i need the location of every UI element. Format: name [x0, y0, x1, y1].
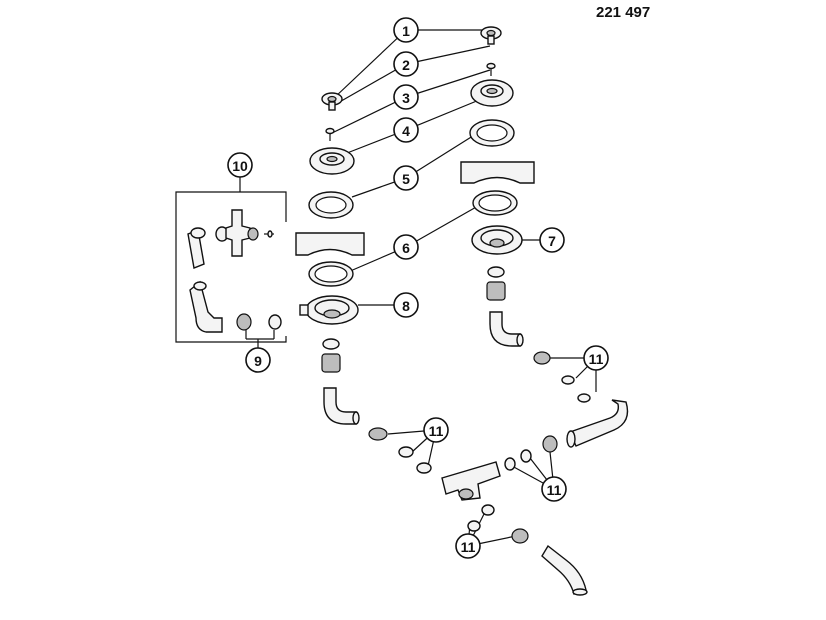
callout-5-label: 5	[402, 171, 410, 187]
callout-5: 5	[393, 165, 419, 191]
callout-11-middle-label: 11	[547, 482, 562, 498]
callout-11-bottom-label: 11	[461, 539, 476, 555]
screw-left	[325, 127, 335, 141]
basket-body-right	[471, 225, 523, 255]
basket-body-left	[299, 295, 359, 325]
callout-11-bottom: 11	[455, 533, 481, 559]
callout-6-label: 6	[402, 240, 410, 256]
kit-box	[175, 191, 287, 343]
callout-3-label: 3	[402, 90, 410, 106]
right-drain-assembly	[486, 266, 629, 471]
sink-panel-left	[295, 232, 365, 256]
callout-2: 2	[393, 51, 419, 77]
callout-9: 9	[245, 347, 271, 373]
callout-6: 6	[393, 234, 419, 260]
callout-4-label: 4	[402, 123, 410, 139]
strainer-cap-left	[321, 92, 343, 111]
callout-9-label: 9	[254, 353, 262, 369]
strainer-cap-right	[480, 26, 502, 45]
screw-right	[486, 62, 496, 76]
callout-10-label: 10	[232, 158, 248, 174]
seal-ring-left	[308, 261, 354, 287]
callout-4: 4	[393, 117, 419, 143]
drawing-number: 221 497	[596, 4, 650, 21]
callout-11-right: 11	[583, 345, 609, 371]
callout-7-label: 7	[548, 233, 556, 249]
gasket-ring-left	[308, 191, 354, 219]
top-components	[295, 26, 535, 325]
callout-10: 10	[227, 152, 253, 178]
callout-11-left: 11	[423, 417, 449, 443]
callout-8: 8	[393, 292, 419, 318]
left-drain-assembly	[321, 338, 432, 474]
sink-panel-right	[460, 161, 535, 184]
tee-and-outlet	[441, 461, 588, 596]
callout-11-left-label: 11	[429, 423, 444, 439]
callout-1-label: 1	[402, 23, 410, 39]
callout-2-label: 2	[402, 57, 410, 73]
callout-11-middle: 11	[541, 476, 567, 502]
sink-flange-right	[470, 79, 514, 107]
callout-11-right-label: 11	[589, 351, 604, 367]
callout-7: 7	[539, 227, 565, 253]
seal-ring-right	[472, 190, 518, 216]
callout-3: 3	[393, 84, 419, 110]
callout-1: 1	[393, 17, 419, 43]
sink-flange-left	[309, 147, 355, 175]
gasket-ring-right	[469, 119, 515, 147]
callout-8-label: 8	[402, 298, 410, 314]
